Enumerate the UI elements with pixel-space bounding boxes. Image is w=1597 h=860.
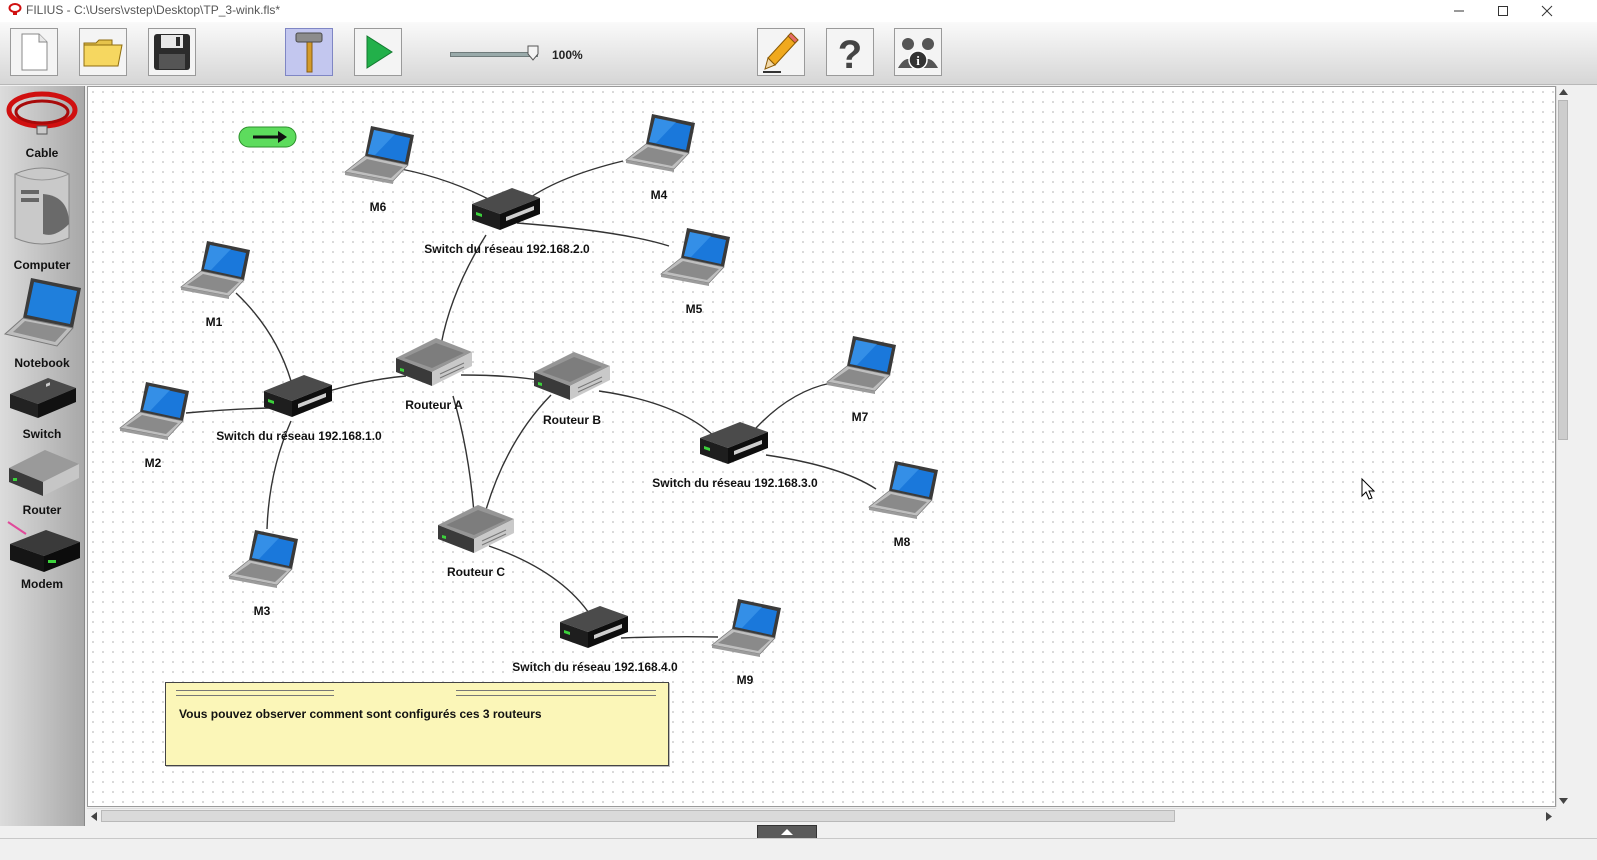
- node-m1[interactable]: M1: [180, 240, 251, 329]
- save-disk-icon: [154, 34, 190, 70]
- node-m9[interactable]: M9: [711, 598, 782, 687]
- title-bar: FILIUS - C:\Users\vstep\Desktop\TP_3-win…: [0, 0, 1597, 22]
- info-people-icon: i: [898, 38, 938, 70]
- zoom-level-label: 100%: [552, 48, 583, 62]
- simulation-mode-button[interactable]: [354, 28, 402, 76]
- minimize-icon: [1454, 10, 1464, 12]
- node-label: M1: [206, 315, 223, 329]
- hammer-icon: [295, 32, 323, 73]
- node-label: Switch du réseau 192.168.4.0: [512, 660, 678, 674]
- node-label: M2: [145, 456, 162, 470]
- info-button[interactable]: i: [894, 28, 942, 76]
- node-routeur-a[interactable]: Routeur A: [395, 337, 473, 412]
- play-icon: [366, 35, 393, 69]
- bottom-panel-toggle[interactable]: [757, 825, 817, 839]
- vertical-scroll-thumb[interactable]: [1558, 100, 1568, 440]
- node-m4[interactable]: M4: [625, 113, 696, 202]
- node-label: Routeur A: [405, 398, 463, 412]
- node-label: M4: [651, 188, 668, 202]
- cable-links: [185, 160, 877, 639]
- node-m7[interactable]: M7: [826, 335, 897, 424]
- palette-label-cable: Cable: [25, 146, 59, 160]
- node-m6[interactable]: M6: [344, 125, 415, 214]
- node-label: M6: [370, 200, 387, 214]
- close-icon: [1541, 5, 1553, 17]
- zoom-slider-thumb[interactable]: [527, 45, 539, 61]
- node-routeur-c[interactable]: Routeur C: [437, 504, 515, 579]
- node-m5[interactable]: M5: [660, 227, 731, 316]
- toolbar: 100% ? i: [0, 22, 1597, 85]
- new-file-icon: [21, 33, 48, 71]
- open-folder-icon: [83, 39, 123, 67]
- node-m8[interactable]: M8: [868, 460, 939, 549]
- help-button[interactable]: ?: [826, 28, 874, 76]
- node-routeur-b[interactable]: Routeur B: [533, 351, 611, 427]
- close-button[interactable]: [1525, 0, 1569, 22]
- palette-label-notebook: Notebook: [14, 356, 70, 370]
- node-switch-192-168-1-0[interactable]: Switch du réseau 192.168.1.0: [216, 375, 382, 443]
- node-m2[interactable]: M2: [119, 381, 190, 470]
- window-title: FILIUS - C:\Users\vstep\Desktop\TP_3-win…: [26, 3, 281, 17]
- minimize-button[interactable]: [1437, 0, 1481, 22]
- palette-label-switch: Switch: [22, 427, 62, 441]
- component-palette: Cable Computer Notebook Switch: [0, 86, 85, 826]
- node-m3[interactable]: M3: [228, 529, 299, 618]
- switch-icon: [10, 378, 76, 418]
- node-switch-192-168-2-0[interactable]: Switch du réseau 192.168.2.0: [424, 188, 590, 256]
- notebook-icon: [3, 278, 81, 347]
- note-drag-handle[interactable]: [176, 690, 656, 696]
- palette-label-modem: Modem: [21, 577, 63, 591]
- help-question-icon: ?: [838, 33, 862, 74]
- save-button[interactable]: [148, 28, 196, 76]
- router-icon: [9, 450, 79, 496]
- green-arrow-icon[interactable]: [238, 126, 297, 148]
- network-diagram[interactable]: M6 M4 M5 M1 M2 M3 M7 M8 M9 Switch du rés…: [88, 87, 1555, 806]
- chevron-up-icon: [781, 829, 793, 835]
- modem-icon: [7, 521, 80, 572]
- node-switch-192-168-4-0[interactable]: Switch du réseau 192.168.4.0: [512, 606, 678, 674]
- node-label: M5: [686, 302, 703, 316]
- palette-label-router: Router: [22, 503, 62, 517]
- node-label: Switch du réseau 192.168.2.0: [424, 242, 590, 256]
- cable-icon: [6, 91, 78, 135]
- svg-text:i: i: [916, 53, 920, 68]
- node-switch-192-168-3-0[interactable]: Switch du réseau 192.168.3.0: [652, 422, 818, 490]
- scroll-right-arrow-icon[interactable]: [1546, 812, 1553, 821]
- node-label: M9: [737, 673, 754, 687]
- vertical-scrollbar[interactable]: [1556, 86, 1570, 807]
- maximize-icon: [1498, 6, 1508, 16]
- scroll-down-arrow-icon[interactable]: [1559, 798, 1568, 805]
- node-label: Switch du réseau 192.168.3.0: [652, 476, 818, 490]
- node-label: M3: [254, 604, 271, 618]
- zoom-slider-track[interactable]: [450, 52, 538, 57]
- svg-text:?: ?: [838, 33, 862, 74]
- filius-app-icon: [8, 3, 22, 15]
- maximize-button[interactable]: [1481, 0, 1525, 22]
- design-mode-button[interactable]: [285, 28, 333, 76]
- scroll-up-arrow-icon[interactable]: [1559, 88, 1568, 95]
- node-label: M8: [894, 535, 911, 549]
- open-folder-button[interactable]: [79, 28, 127, 76]
- node-label: M7: [852, 410, 869, 424]
- new-file-button[interactable]: [10, 28, 58, 76]
- horizontal-scrollbar[interactable]: [87, 808, 1556, 824]
- node-label: Routeur B: [543, 413, 601, 427]
- pencil-icon: [763, 32, 799, 73]
- computer-icon: [14, 167, 70, 245]
- annotation-note[interactable]: Vous pouvez observer comment sont config…: [165, 682, 669, 766]
- palette-label-computer: Computer: [13, 258, 71, 272]
- scroll-left-arrow-icon[interactable]: [90, 812, 97, 821]
- node-label: Routeur C: [447, 565, 505, 579]
- horizontal-scroll-thumb[interactable]: [101, 810, 1175, 822]
- mouse-cursor-icon: [1361, 477, 1376, 500]
- edit-button[interactable]: [757, 28, 805, 76]
- node-label: Switch du réseau 192.168.1.0: [216, 429, 382, 443]
- status-area: [0, 838, 1597, 860]
- network-canvas[interactable]: M6 M4 M5 M1 M2 M3 M7 M8 M9 Switch du rés…: [87, 86, 1556, 807]
- note-text: Vous pouvez observer comment sont config…: [179, 707, 542, 721]
